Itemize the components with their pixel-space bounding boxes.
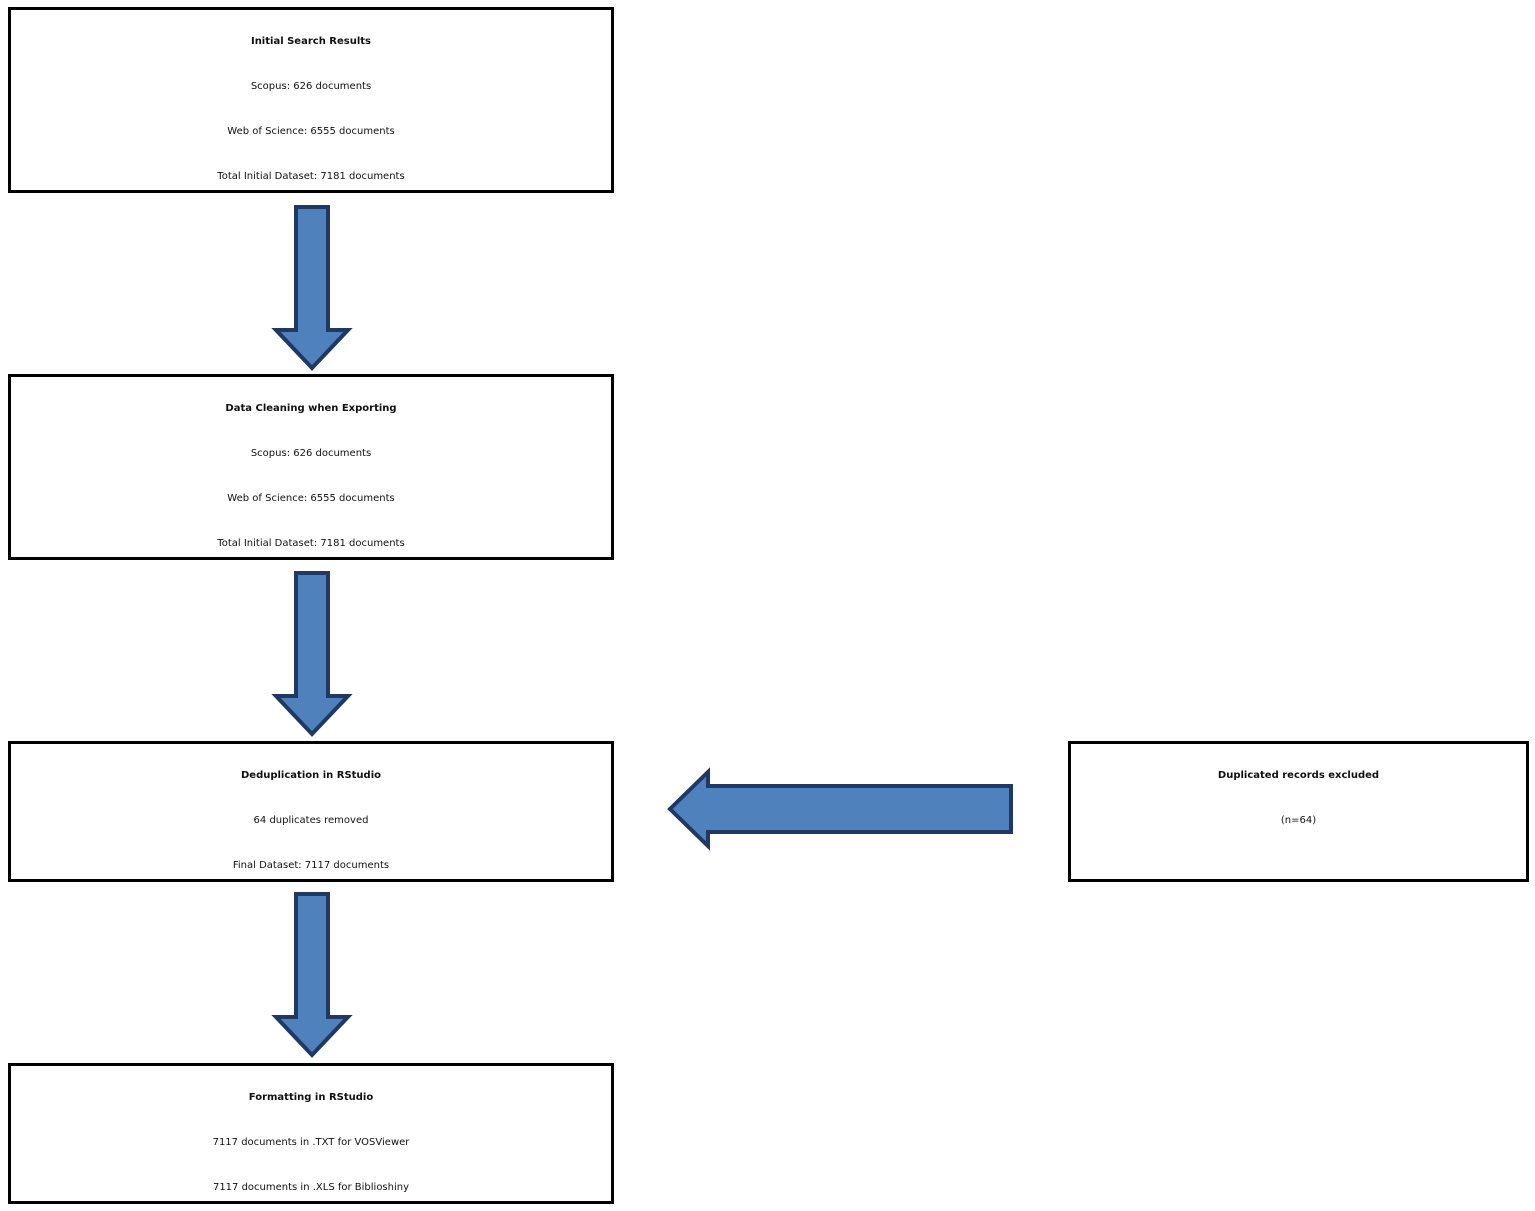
formatting-box: Formatting in RStudio 7117 documents in …: [8, 1063, 614, 1204]
box-line: Web of Science: 6555 documents: [227, 126, 395, 137]
box-line: 7117 documents in .XLS for Biblioshiny: [212, 1182, 410, 1193]
box-line: Final Dataset: 7117 documents: [232, 860, 390, 871]
box-line: (n=64): [1280, 815, 1317, 826]
down-arrow-icon: [271, 571, 353, 737]
box-line: Web of Science: 6555 documents: [227, 493, 395, 504]
box-line: 64 duplicates removed: [253, 815, 369, 826]
excluded-records-box: Duplicated records excluded (n=64): [1068, 741, 1529, 882]
box-title: Formatting in RStudio: [248, 1092, 374, 1103]
box-title: Deduplication in RStudio: [240, 770, 381, 781]
box-title: Initial Search Results: [250, 36, 372, 47]
box-line: Scopus: 626 documents: [250, 81, 372, 92]
box-title: Duplicated records excluded: [1217, 770, 1380, 781]
down-arrow-icon: [271, 205, 353, 371]
box-line: Total Initial Dataset: 7181 documents: [217, 538, 405, 549]
deduplication-box: Deduplication in RStudio 64 duplicates r…: [8, 741, 614, 882]
box-line: 7117 documents in .TXT for VOSViewer: [212, 1137, 410, 1148]
left-arrow-icon: [667, 767, 1013, 851]
initial-search-box: Initial Search Results Scopus: 626 docum…: [8, 7, 614, 193]
down-arrow-icon: [271, 892, 353, 1058]
box-title: Data Cleaning when Exporting: [225, 403, 397, 414]
data-cleaning-box: Data Cleaning when Exporting Scopus: 626…: [8, 374, 614, 560]
box-line: Total Initial Dataset: 7181 documents: [217, 171, 405, 182]
box-line: Scopus: 626 documents: [250, 448, 372, 459]
